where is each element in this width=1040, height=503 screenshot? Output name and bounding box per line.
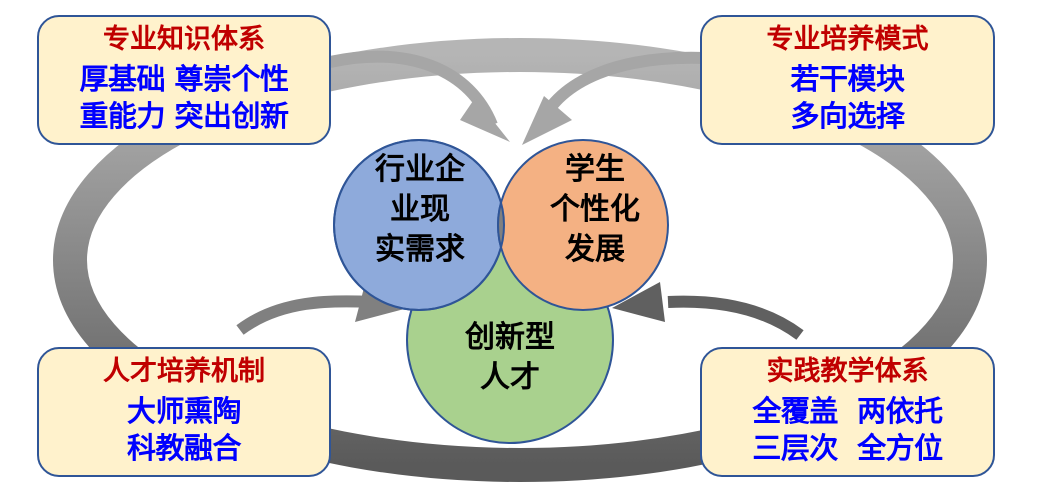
box-line: 三层次 全方位 <box>752 431 943 465</box>
circle-overlap <box>497 140 504 310</box>
label-line: 业现 <box>390 192 450 227</box>
box-line: 科教融合 <box>126 431 242 465</box>
circle-student-label: 学生 个性化 发展 <box>530 150 660 270</box>
box-line: 重能力 突出创新 <box>79 99 289 133</box>
box-title: 实践教学体系 <box>766 356 929 387</box>
box-knowledge-system: 专业知识体系 厚基础 尊崇个性 重能力 突出创新 <box>37 15 331 145</box>
box-line: 若干模块 <box>790 62 905 96</box>
arrow-bottom-right <box>667 295 804 340</box>
box-practice-system: 实践教学体系 全覆盖 两依托 三层次 全方位 <box>700 347 995 477</box>
arrowhead-top-right <box>522 96 572 145</box>
label-line: 发展 <box>565 232 625 267</box>
arrow-top-left <box>328 50 498 128</box>
circle-industry-label: 行业企 业现 实需求 <box>355 150 485 270</box>
label-line: 创新型 <box>465 320 555 355</box>
arrow-bottom-left <box>236 295 373 335</box>
box-line: 多向选择 <box>790 99 905 133</box>
box-talent-mechanism: 人才培养机制 大师熏陶 科教融合 <box>37 347 331 477</box>
circle-industry-outline <box>333 139 505 311</box>
arrowhead-top-left <box>460 98 510 142</box>
box-title: 专业知识体系 <box>103 24 265 55</box>
arrowhead-bottom-right <box>612 282 665 322</box>
box-line: 全覆盖 两依托 <box>752 394 943 428</box>
circle-talent-label: 创新型 人才 <box>445 318 575 398</box>
cycle-ring <box>53 38 987 482</box>
box-title: 专业培养模式 <box>766 24 929 55</box>
box-line: 厚基础 尊崇个性 <box>79 62 289 96</box>
label-line: 学生 <box>565 152 625 187</box>
label-line: 实需求 <box>375 232 465 267</box>
box-line: 大师熏陶 <box>126 394 242 428</box>
label-line: 人才 <box>480 360 540 395</box>
label-line: 行业企 <box>375 152 465 187</box>
label-line: 个性化 <box>550 192 640 227</box>
box-training-mode: 专业培养模式 若干模块 多向选择 <box>700 15 995 145</box>
box-title: 人才培养机制 <box>103 356 265 387</box>
